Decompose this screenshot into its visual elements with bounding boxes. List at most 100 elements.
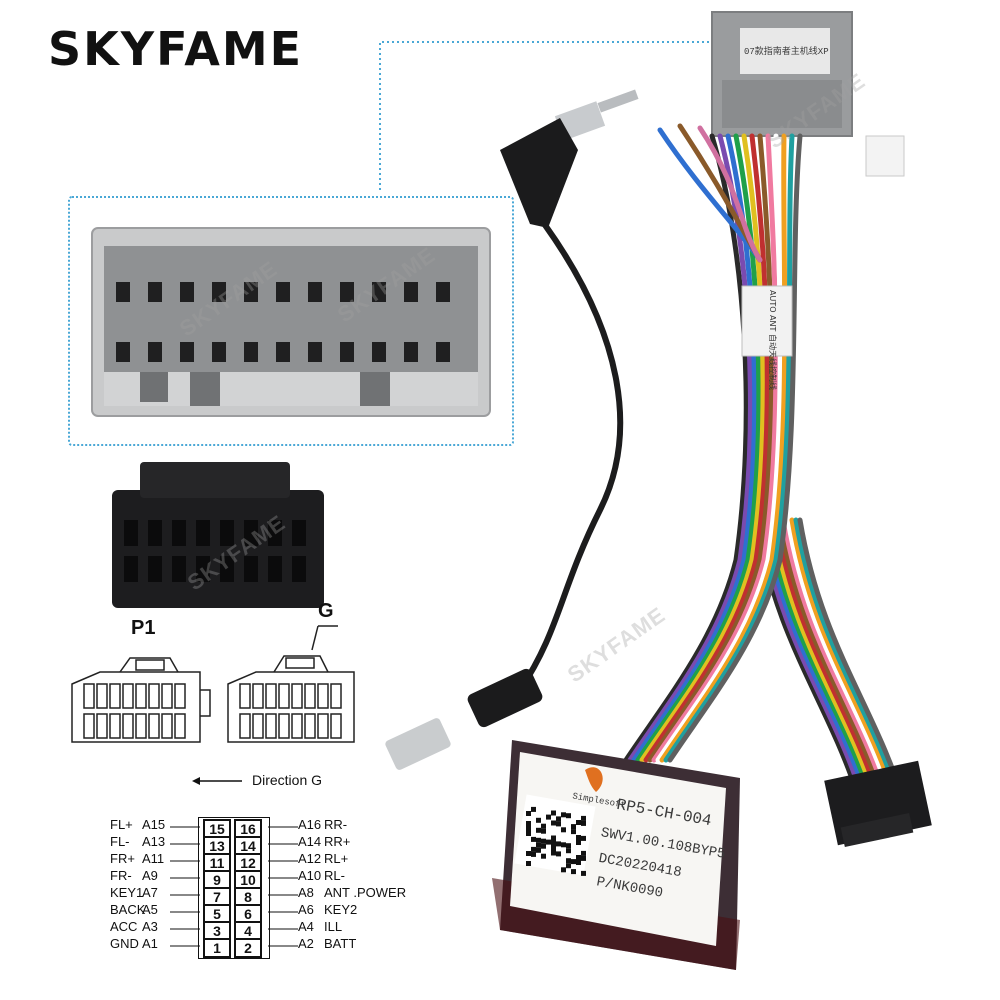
pinout-pin-id: A7 — [142, 885, 158, 900]
pinout-pin-number: 15 — [203, 819, 231, 839]
wire — [639, 133, 766, 763]
wire — [655, 133, 783, 763]
connector-cell — [330, 683, 342, 709]
black-iso-plug — [112, 462, 324, 608]
qr-module — [536, 847, 541, 853]
pinout-signal-name: RL- — [324, 868, 345, 883]
connector-tag-text: 07款指南者主机线XP — [744, 47, 829, 57]
qr-module — [526, 861, 531, 866]
qr-module — [531, 851, 536, 857]
closeup-pin — [276, 282, 290, 302]
connector-cell — [252, 683, 264, 709]
bottom-iso-plug — [824, 760, 932, 848]
connector-closeup — [91, 227, 491, 417]
closeup-pin — [244, 282, 258, 302]
qr-module — [581, 815, 586, 821]
leader-line — [379, 41, 716, 190]
qr-module — [531, 846, 536, 852]
direction-label: Direction G — [252, 772, 323, 788]
pinout-pin-number: 2 — [234, 938, 262, 958]
connector-cell — [239, 713, 251, 739]
qr-module — [556, 816, 561, 822]
qr-module — [576, 820, 581, 825]
pinout-pin-id: A6 — [298, 902, 314, 917]
connector-cell — [109, 683, 121, 709]
qr-module — [541, 828, 546, 834]
pinout-signal-name: FL- — [110, 834, 130, 849]
iso-pin — [148, 556, 162, 582]
pinout-signal-name: KEY1 — [110, 885, 144, 900]
qr-module — [536, 817, 541, 823]
pinout-pin-id: A15 — [142, 817, 166, 832]
connector-cell — [148, 683, 160, 709]
qr-module — [576, 860, 581, 865]
qr-module — [536, 827, 541, 833]
connector-cell — [239, 683, 251, 709]
connector-cell — [304, 713, 316, 739]
qr-module — [581, 870, 586, 876]
pinout-pin-number: 11 — [203, 853, 231, 873]
connector-cell — [174, 713, 186, 739]
iso-pin — [268, 520, 282, 546]
antenna-adapter-cable — [385, 89, 639, 770]
connector-cell — [317, 683, 329, 709]
wire — [777, 517, 883, 793]
iso-pin — [244, 520, 258, 546]
qr-module — [526, 851, 531, 856]
pinout-frame — [198, 817, 270, 959]
connector-cell — [304, 683, 316, 709]
pinout-pin-id: A13 — [142, 834, 166, 849]
qr-module — [526, 821, 531, 826]
qr-module — [526, 811, 531, 816]
iso-pin — [244, 556, 258, 582]
connector-cell — [291, 683, 303, 709]
pinout-pin-id: A12 — [298, 851, 322, 866]
pinout-pin-id: A5 — [142, 902, 158, 917]
pinout-pin-id: A8 — [298, 885, 314, 900]
pinout-pin-number: 10 — [234, 870, 262, 890]
qr-module — [551, 820, 556, 826]
qr-module — [541, 843, 546, 849]
closeup-pin — [340, 342, 354, 362]
wire — [785, 517, 891, 793]
closeup-pin — [308, 282, 322, 302]
connector-cell — [122, 713, 134, 739]
qr-module — [566, 863, 571, 869]
qr-module — [556, 851, 561, 857]
closeup-pin — [148, 282, 162, 302]
pinout-signal-name: RL+ — [324, 851, 349, 866]
qr-module — [561, 867, 566, 873]
pinout-pin-id: A16 — [298, 817, 322, 832]
qr-module — [556, 821, 561, 827]
wire — [643, 133, 770, 763]
pinout-signal-name: RR- — [324, 817, 348, 832]
qr-module — [571, 859, 576, 865]
qr-module — [546, 814, 551, 820]
closeup-pin — [404, 342, 418, 362]
closeup-pin — [180, 342, 194, 362]
iso-pin — [148, 520, 162, 546]
wire — [623, 133, 749, 763]
iso-pin — [172, 520, 186, 546]
connector-cell — [252, 713, 264, 739]
pinout-signal-name: FR+ — [110, 851, 135, 866]
wire — [667, 133, 803, 763]
qr-module — [541, 838, 546, 844]
qr-module — [531, 806, 536, 812]
pinout-signal-name: KEY2 — [324, 902, 358, 917]
closeup-pin — [372, 282, 386, 302]
pinout-signal-name: ILL — [324, 919, 343, 934]
qr-module — [571, 829, 576, 835]
wire — [781, 517, 887, 793]
closeup-pin — [212, 282, 226, 302]
wire — [647, 133, 775, 763]
pinout-leaders-right — [268, 826, 298, 947]
pinout-pin-number: 16 — [234, 819, 262, 839]
pinout-signal-name: ACC — [110, 919, 138, 934]
connector-cell — [265, 713, 277, 739]
pinout-signal-name: ANT .POWER — [324, 885, 407, 900]
pinout-leaders-left — [170, 826, 200, 947]
pinout-pin-number: 12 — [234, 853, 262, 873]
pinout-pin-id: A4 — [298, 919, 314, 934]
closeup-pin — [244, 342, 258, 362]
